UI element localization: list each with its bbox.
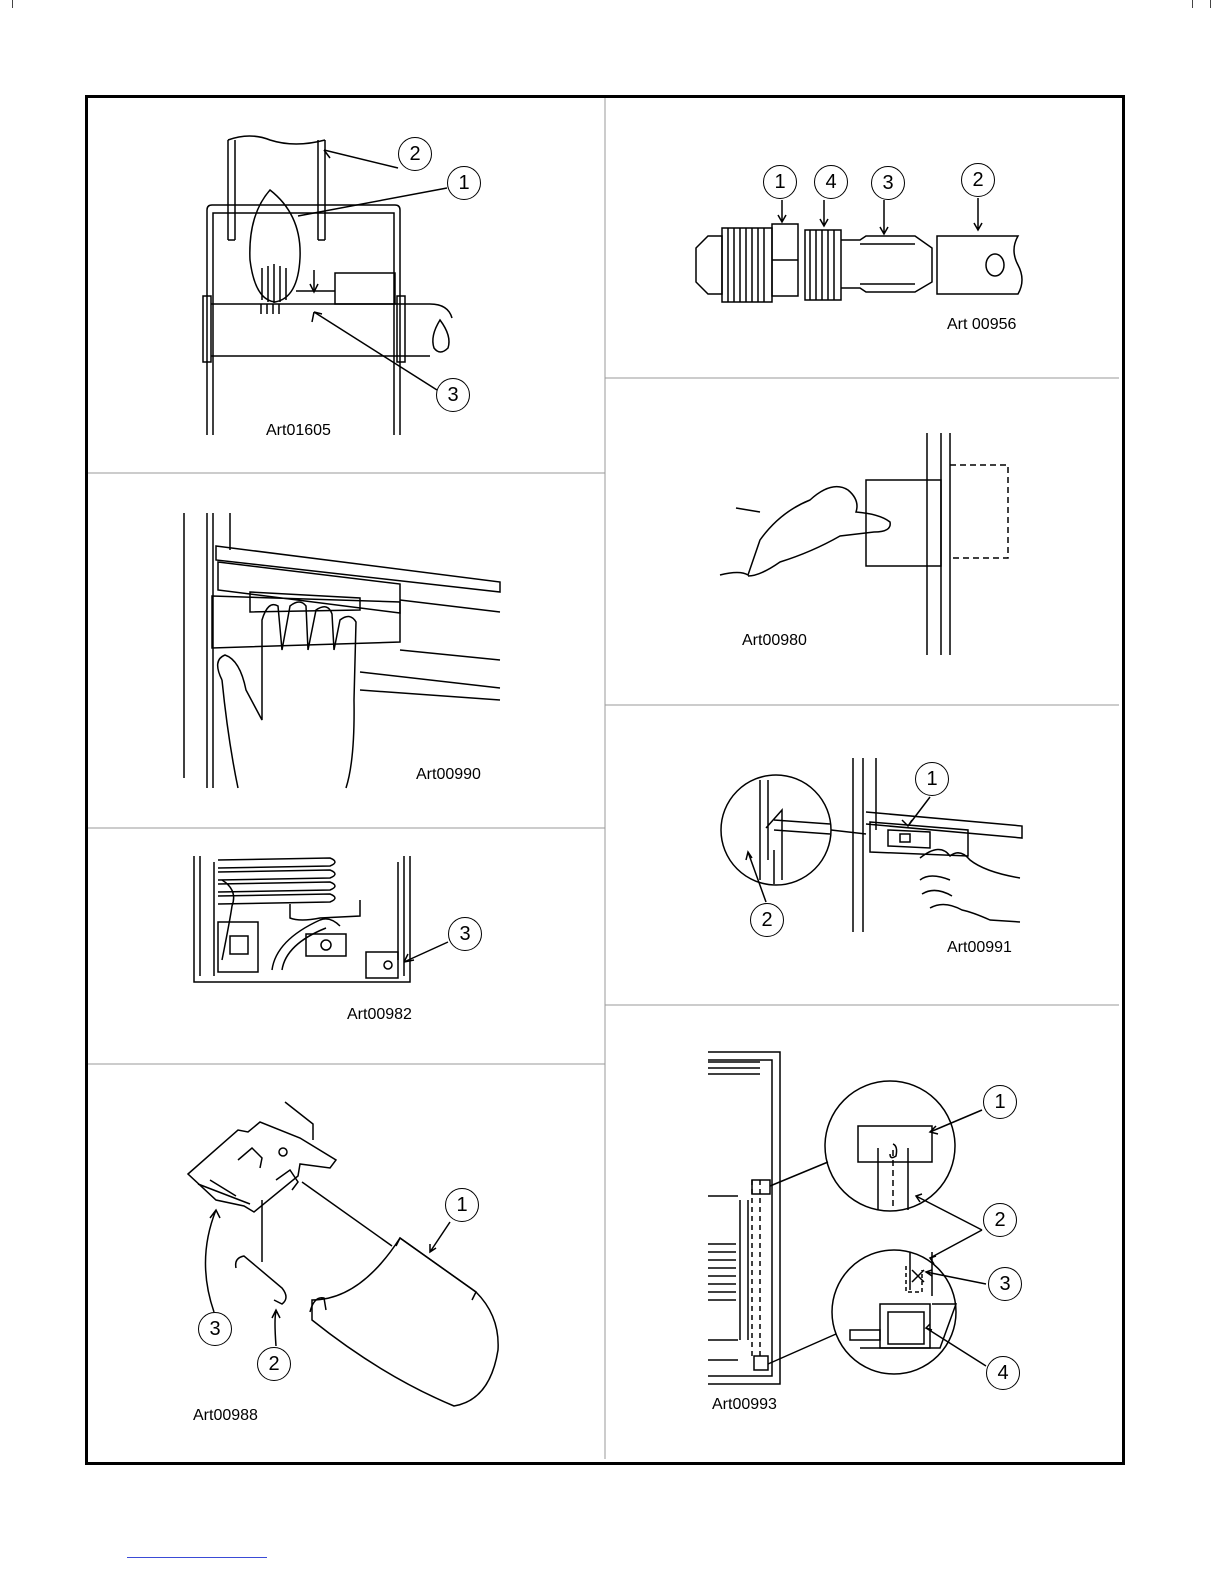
callout-cover-3: 3 (198, 1312, 232, 1346)
art-label-latch: Art00991 (947, 939, 1012, 957)
callout-flare-1: 1 (763, 165, 797, 199)
callout-flare-2: 2 (961, 163, 995, 197)
footer-rule (127, 1557, 267, 1558)
callout-flare-3: 3 (871, 166, 905, 200)
callout-sensor-1: 1 (983, 1085, 1017, 1119)
panel-dividers (88, 98, 1119, 1459)
callout-latch-1: 1 (915, 762, 949, 796)
art-label-sensor: Art00993 (712, 1396, 777, 1414)
art-label-shelf: Art00990 (416, 766, 481, 784)
art-label-door: Art00980 (742, 632, 807, 650)
callout-cover-1: 1 (445, 1188, 479, 1222)
door-drawing (720, 433, 1008, 655)
flare-fitting-drawing (696, 198, 1022, 302)
callout-coils-3: 3 (448, 917, 482, 951)
cover-drawing (188, 1102, 498, 1406)
coils-drawing (194, 856, 448, 982)
burner-drawing (203, 136, 452, 435)
callout-burner-3: 3 (436, 378, 470, 412)
art-label-cover: Art00988 (193, 1407, 258, 1425)
callout-sensor-2: 2 (983, 1203, 1017, 1237)
sensor-drawing (708, 1052, 986, 1384)
callout-sensor-4: 4 (986, 1356, 1020, 1390)
callout-sensor-3: 3 (988, 1267, 1022, 1301)
callout-burner-2: 2 (398, 137, 432, 171)
art-label-flare: Art 00956 (947, 316, 1016, 334)
callout-latch-2: 2 (750, 903, 784, 937)
callout-burner-1: 1 (447, 166, 481, 200)
callout-flare-4: 4 (814, 165, 848, 199)
callout-cover-2: 2 (257, 1347, 291, 1381)
art-label-burner: Art01605 (266, 422, 331, 440)
art-label-coils: Art00982 (347, 1006, 412, 1024)
shelf-drawing (184, 513, 500, 788)
